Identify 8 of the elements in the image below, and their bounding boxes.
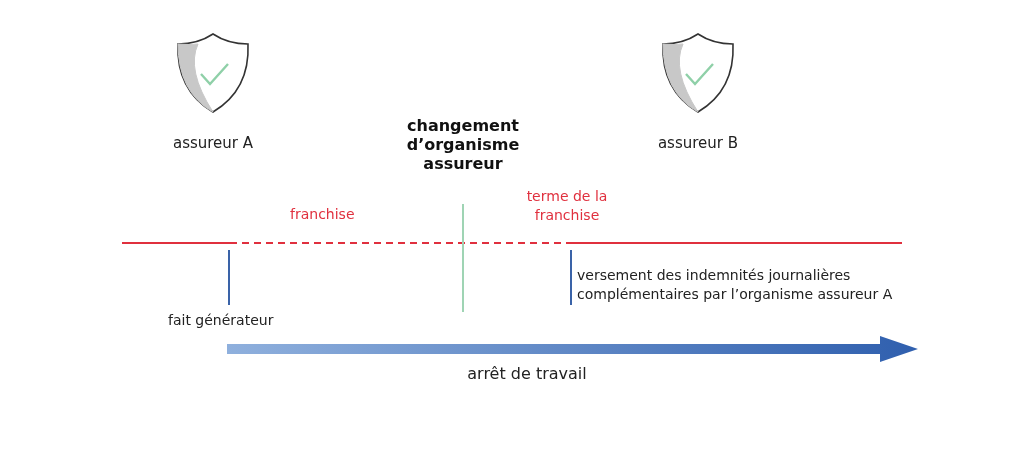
insurer-label: assureur B bbox=[656, 134, 740, 152]
event-label: changement d’organisme assureur bbox=[405, 116, 521, 173]
insurer-label: assureur A bbox=[171, 134, 255, 152]
period-label: franchise bbox=[290, 205, 356, 224]
event-label: fait générateur bbox=[168, 311, 275, 330]
axis-label: arrêt de travail bbox=[466, 364, 588, 383]
period-end-label: terme de la franchise bbox=[525, 187, 609, 225]
note-text: versement des indemnités journalières complémentaires par l’organisme assureur A bbox=[577, 266, 894, 304]
